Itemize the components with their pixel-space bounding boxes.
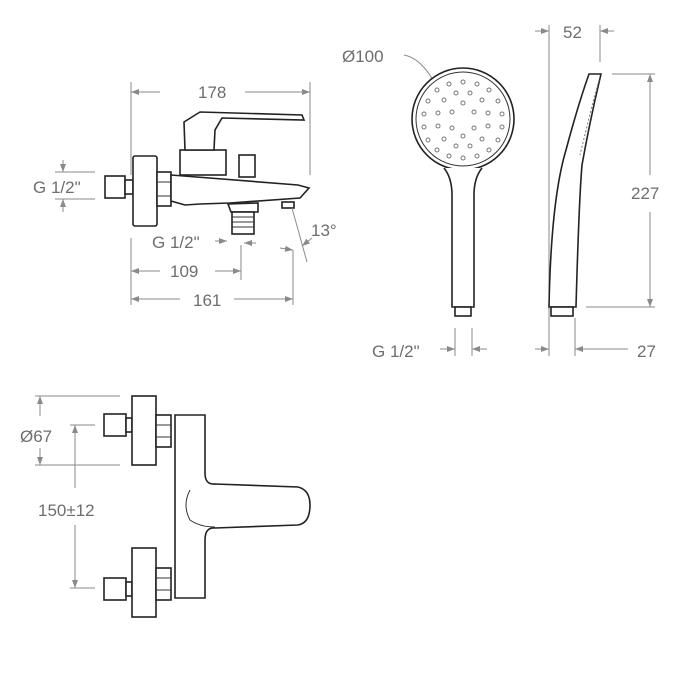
mixer-front-view: Ø67 150±12 (20, 395, 311, 618)
dim-depth: 52 (563, 23, 582, 42)
spray-nozzles (421, 79, 505, 161)
dim-spout-distance: 161 (193, 291, 221, 310)
dim-head-diameter: Ø100 (342, 47, 384, 66)
dim-overall-width: 178 (198, 83, 226, 102)
dim-inlet-thread: G 1/2" (33, 178, 81, 197)
dim-center-distance: 150±12 (38, 501, 95, 520)
dim-outlet-thread: G 1/2" (152, 233, 200, 252)
hand-shower-side-view: 52 227 27 (535, 23, 659, 361)
dim-spout-angle: 13° (311, 221, 337, 240)
dim-outlet-distance: 109 (170, 262, 198, 281)
hand-shower-front-view: Ø100 G 1/2" (342, 47, 515, 361)
dim-escutcheon-diameter: Ø67 (20, 427, 52, 446)
dim-connection-thread: G 1/2" (372, 342, 420, 361)
dim-handle-width: 27 (637, 342, 656, 361)
mixer-side-view: 178 G 1/2" G 1/2" 13° (33, 82, 337, 310)
dim-length: 227 (631, 184, 659, 203)
